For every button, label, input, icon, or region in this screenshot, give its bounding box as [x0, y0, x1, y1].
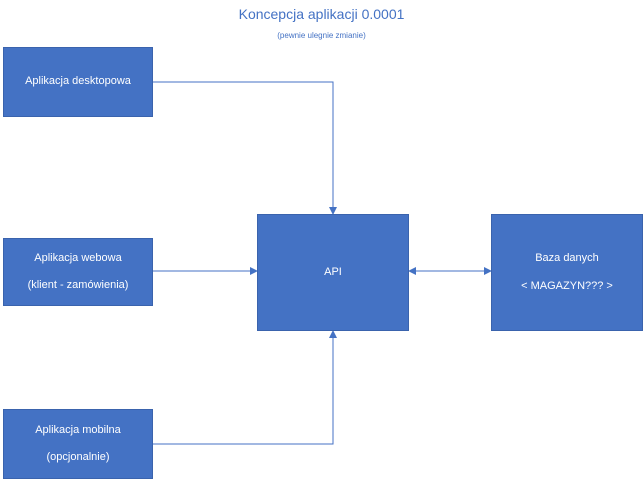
- desktop-app-label: Aplikacja desktopowa: [25, 75, 131, 88]
- database-sublabel: < MAGAZYN??? >: [521, 279, 613, 292]
- mobile-app-sublabel: (opcjonalnie): [46, 451, 110, 463]
- mobile-app-label: Aplikacja mobilna: [35, 423, 121, 436]
- arrow-mobile-to-api: [153, 330, 337, 445]
- database-label: Baza danych: [535, 252, 599, 265]
- arrow-desktop-to-api: [153, 81, 337, 215]
- diagram-title: Koncepcja aplikacji 0.0001: [238, 6, 405, 22]
- api-label: API: [324, 265, 342, 278]
- api-box: API: [257, 214, 409, 331]
- database-box: Baza danych < MAGAZYN??? >: [491, 214, 643, 331]
- web-app-sublabel: (klient - zamówienia): [27, 279, 129, 291]
- mobile-app-box: Aplikacja mobilna (opcjonalnie): [3, 409, 153, 479]
- web-app-box: Aplikacja webowa (klient - zamówienia): [3, 238, 153, 306]
- web-app-label: Aplikacja webowa: [34, 251, 122, 264]
- desktop-app-box: Aplikacja desktopowa: [3, 47, 153, 117]
- diagram-subtitle: (pewnie ulegnie zmianie): [277, 31, 366, 40]
